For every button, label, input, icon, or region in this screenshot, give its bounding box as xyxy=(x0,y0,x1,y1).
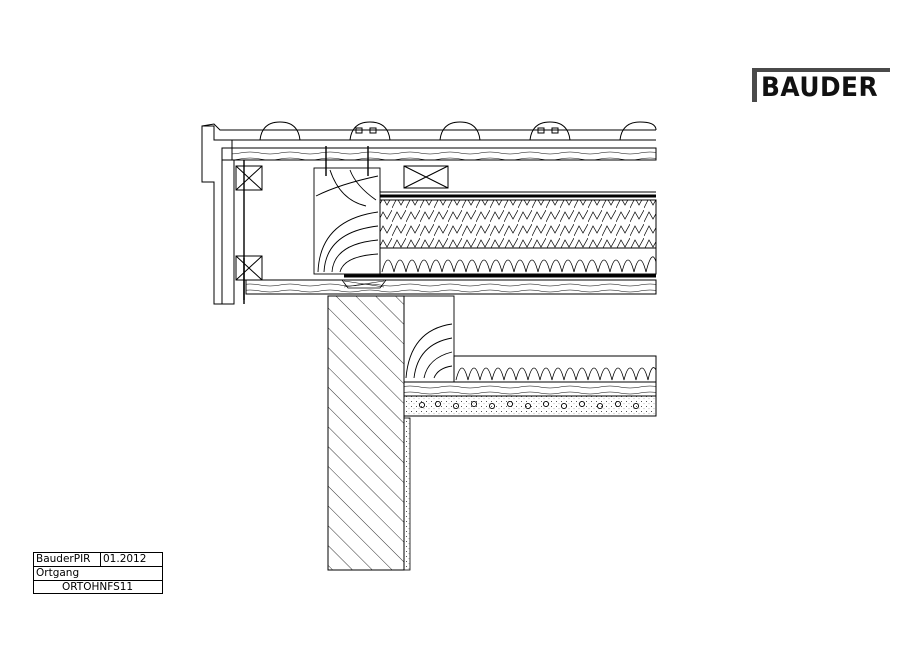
bauder-logo: BAUDER xyxy=(752,68,890,103)
title-block-row: Ortgang xyxy=(34,567,162,581)
drawing-code: ORTOHNFS11 xyxy=(62,581,134,593)
title-block-row: BauderPIR 01.2012 xyxy=(34,553,162,567)
insulation-lower xyxy=(453,355,657,383)
insulation-upper xyxy=(379,199,657,275)
verge-tile xyxy=(201,125,233,305)
title-block: BauderPIR 01.2012 Ortgang ORTOHNFS11 xyxy=(33,552,163,594)
plaster xyxy=(403,417,411,571)
battens xyxy=(235,165,449,281)
masonry-wall xyxy=(327,279,405,571)
detail-name: Ortgang xyxy=(36,567,80,579)
ceiling-beam xyxy=(403,295,455,383)
roof-tiles xyxy=(201,121,657,141)
screws xyxy=(243,146,369,300)
ceiling-slab xyxy=(403,381,657,417)
drawing-date: 01.2012 xyxy=(100,553,146,566)
edge-timber xyxy=(313,167,381,275)
title-block-row: ORTOHNFS11 xyxy=(34,581,162,594)
verge-rafter xyxy=(221,159,245,305)
logo-bar xyxy=(752,68,757,102)
roof-boarding xyxy=(231,147,657,161)
product-name: BauderPIR xyxy=(36,553,91,565)
logo-bar xyxy=(752,68,890,72)
membranes xyxy=(344,180,656,278)
ceiling-boarding xyxy=(245,279,657,295)
logo-text: BAUDER xyxy=(761,72,879,103)
